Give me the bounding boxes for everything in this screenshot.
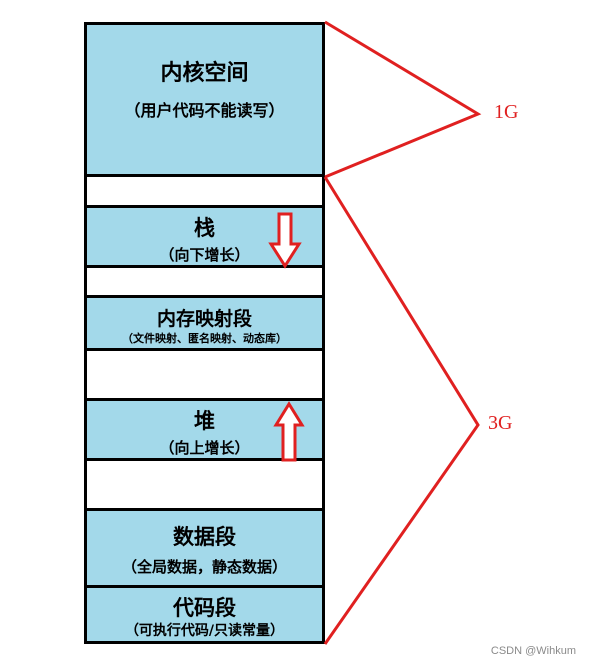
stack-note: （向下增长）	[159, 246, 250, 264]
user-size-label: 3G	[488, 412, 513, 434]
code-segment: 代码段 （可执行代码/只读常量）	[84, 585, 325, 644]
heap-note: （向上增长）	[159, 439, 250, 457]
data-segment-note: （全局数据，静态数据）	[121, 558, 287, 576]
data-segment-title: 数据段	[173, 524, 236, 549]
kernel-size-bracket	[324, 20, 482, 179]
heap-up-arrow	[273, 401, 305, 462]
csdn-watermark: CSDN @Wihkum	[490, 645, 576, 657]
stack-down-arrow	[268, 212, 302, 269]
code-segment-note: （可执行代码/只读常量）	[124, 623, 285, 639]
kernel-space-segment: 内核空间 （用户代码不能读写）	[84, 22, 325, 177]
kernel-space-title: 内核空间	[160, 60, 249, 86]
memory-mapping-note: （文件映射、匿名映射、动态库）	[122, 332, 287, 345]
memory-mapping-title: 内存映射段	[156, 308, 252, 330]
user-size-bracket	[323, 176, 480, 645]
code-segment-title: 代码段	[173, 595, 236, 620]
kernel-space-note: （用户代码不能读写）	[124, 101, 285, 120]
memory-mapping-segment: 内存映射段 （文件映射、匿名映射、动态库）	[84, 295, 325, 351]
gap-segment	[84, 458, 325, 511]
kernel-size-label: 1G	[494, 101, 519, 123]
heap-title: 堆	[194, 408, 215, 433]
stack-title: 栈	[194, 215, 215, 240]
data-segment: 数据段 （全局数据，静态数据）	[84, 508, 325, 588]
